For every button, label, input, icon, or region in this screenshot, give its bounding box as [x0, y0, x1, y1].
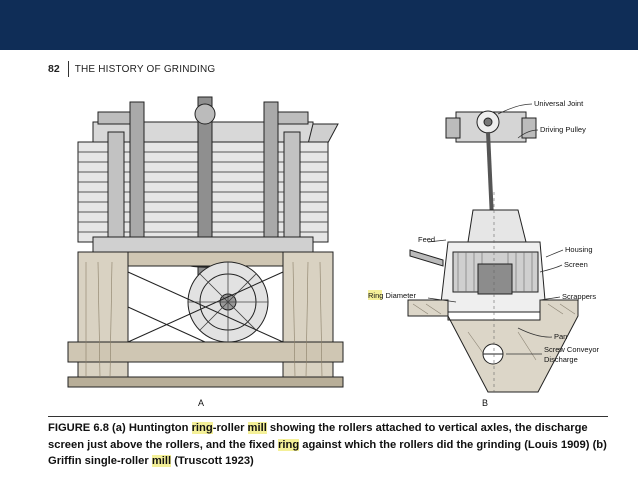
huntington-mill-drawing — [67, 96, 344, 388]
callout-driving-pulley: Driving Pulley — [540, 125, 586, 134]
caption-highlight-ring-1: ring — [191, 422, 213, 434]
callout-screw-conveyor: Screw Conveyor — [544, 345, 600, 354]
caption-part-3: showing the rollers attached to vertical… — [48, 422, 588, 451]
figure-label-a: A — [198, 398, 204, 408]
figure-caption: FIGURE 6.8 (a) Huntington ring-roller mi… — [48, 420, 608, 470]
caption-part-2: -roller — [212, 422, 248, 434]
top-banner — [0, 0, 638, 50]
ring-highlight — [368, 290, 382, 300]
running-head: THE HISTORY OF GRINDING — [74, 63, 216, 75]
callout-housing: Housing — [565, 245, 593, 254]
callout-diameter-word: Diameter — [383, 291, 416, 300]
callout-universal-joint: Universal Joint — [534, 99, 584, 108]
callout-feed: Feed — [418, 235, 435, 244]
figure-label-b: B — [482, 398, 488, 408]
caption-highlight-mill-1: mill — [247, 422, 267, 434]
caption-part-5: (Truscott 1923) — [171, 455, 254, 467]
caption-part-1: FIGURE 6.8 (a) Huntington — [48, 422, 192, 434]
callout-screen: Screen — [564, 260, 588, 269]
griffin-mill-drawing — [407, 110, 579, 393]
callout-ring-word: Ring — [368, 291, 383, 300]
callout-ring-diameter: Ring Diameter — [368, 291, 416, 300]
callout-discharge: Discharge — [544, 355, 578, 364]
caption-part-4: against which the rollers did the grindi… — [48, 438, 607, 468]
caption-rule — [48, 416, 608, 417]
caption-highlight-mill-2: mill — [151, 455, 172, 467]
callout-leaders — [427, 103, 564, 355]
page-header: 82 THE HISTORY OF GRINDING — [48, 61, 215, 77]
header-divider — [67, 61, 69, 77]
callout-scrappers: Scrappers — [562, 292, 596, 301]
page-number: 82 — [48, 63, 60, 75]
figure-6-8: A — [48, 92, 608, 412]
figure-callouts: Universal Joint Driving Pulley Feed Hous… — [368, 99, 600, 364]
callout-pan: Pan — [554, 332, 567, 341]
caption-highlight-ring-2: ring — [278, 438, 300, 451]
